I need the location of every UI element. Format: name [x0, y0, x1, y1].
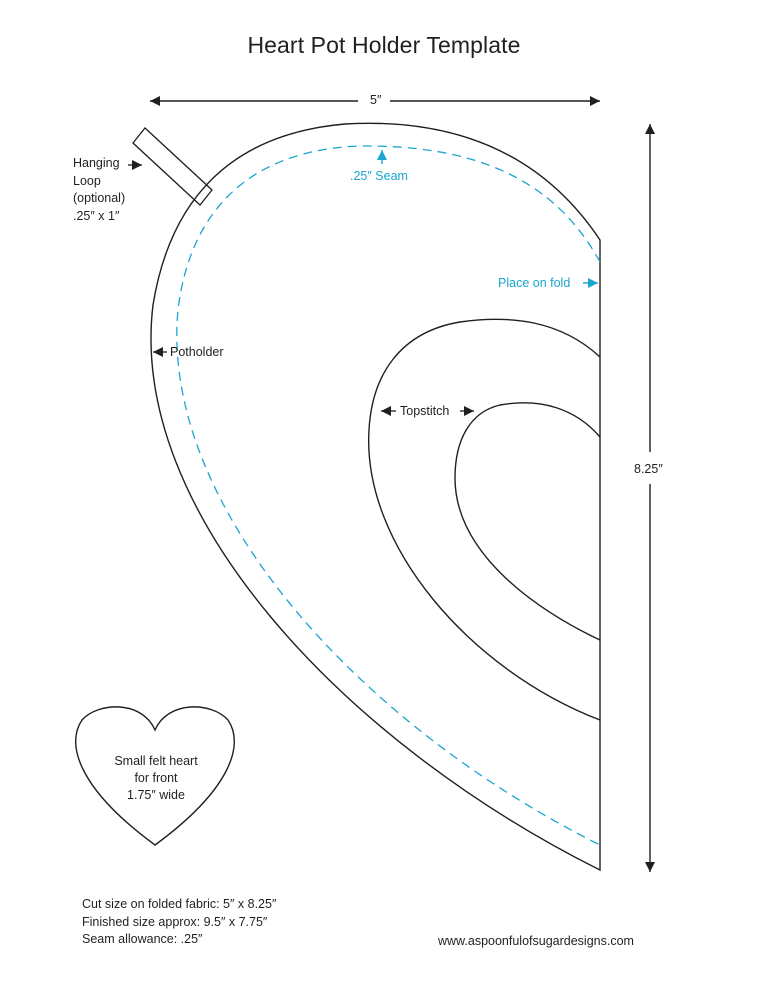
cut-size-spec: Cut size on folded fabric: 5″ x 8.25″ [82, 897, 277, 911]
website-link[interactable]: www.aspoonfulofsugardesigns.com [438, 934, 634, 948]
width-label: 5″ [367, 92, 385, 109]
felt-heart-line-1: Small felt heart [114, 754, 198, 768]
potholder-outline [150, 122, 601, 872]
page-title: Heart Pot Holder Template [247, 32, 521, 58]
felt-heart-line-3: 1.75″ wide [127, 788, 185, 802]
seam-label: .25″ Seam [350, 169, 408, 183]
hanging-loop-line-1: Hanging [73, 156, 120, 170]
fold-label: Place on fold [498, 276, 571, 290]
potholder-label: Potholder [170, 345, 224, 359]
felt-heart-outline [75, 706, 235, 846]
hanging-loop-line-2: Loop [73, 173, 101, 188]
hanging-loop-line-3: (optional) [73, 191, 126, 205]
topstitch-label: Topstitch [400, 404, 450, 418]
finished-size-spec: Finished size approx: 9.5″ x 7.75″ [82, 914, 268, 929]
hanging-loop-outline [132, 127, 213, 206]
seam-line [176, 145, 601, 846]
size-specs: Cut size on folded fabric: 5″ x 8.25″ Fi… [82, 896, 276, 949]
height-label: 8.25″ [634, 459, 663, 480]
felt-heart-label: Small felt heart for front 1.75″ wide [86, 753, 226, 804]
felt-heart-line-2: for front [134, 771, 178, 785]
outer-topstitch-line [368, 318, 601, 721]
inner-topstitch-line [454, 402, 601, 641]
seam-allowance-spec: Seam allowance: .25″ [82, 932, 203, 946]
hanging-loop-line-4: .25″ x 1″ [73, 208, 120, 223]
hanging-loop-label: Hanging Loop (optional) .25″ x 1″ [73, 155, 125, 225]
